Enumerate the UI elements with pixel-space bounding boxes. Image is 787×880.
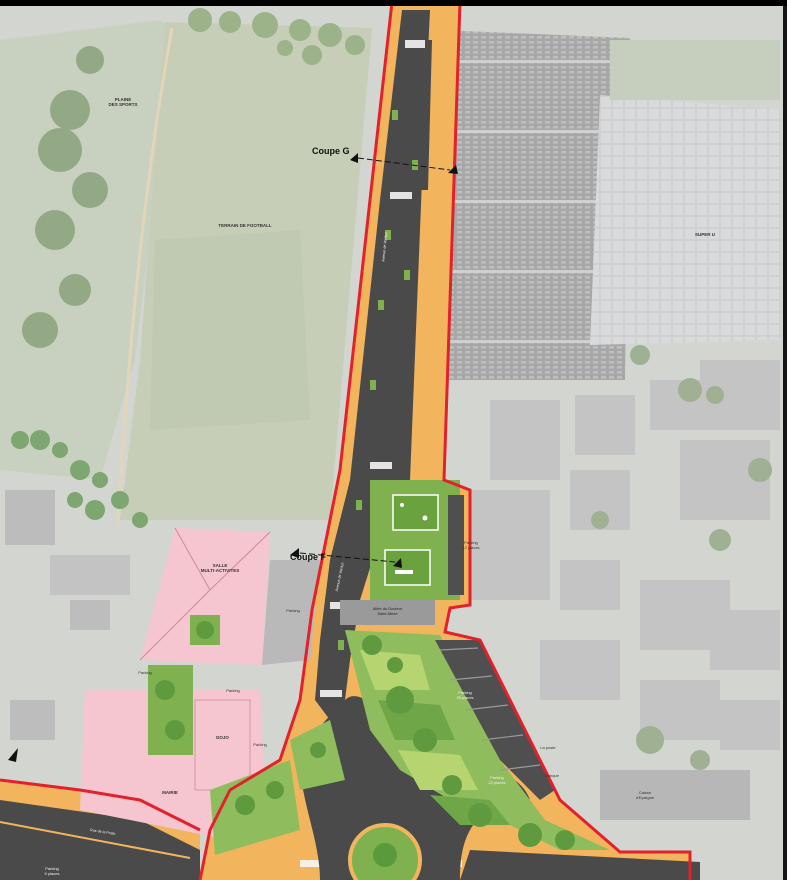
label-super-u: SUPER U — [694, 232, 715, 237]
building-sw-1 — [5, 490, 55, 545]
dojo-building — [194, 699, 251, 791]
parking-strip-east — [435, 640, 555, 800]
tree-cluster-top — [188, 8, 365, 65]
east-road — [460, 850, 700, 880]
coupe-g-label: Coupe G — [312, 146, 350, 156]
label-banque: Banque — [545, 773, 559, 778]
label-parking-25: Parking 25 places — [456, 690, 474, 700]
label-la-poste: La poste — [540, 745, 556, 750]
right-black-edge — [783, 0, 787, 880]
parking-12-strip — [448, 495, 464, 595]
coupe-f-label: Coupe F — [290, 552, 326, 562]
salle-multi-building — [140, 528, 270, 665]
label-parking-bottom: Parking 9 places — [44, 866, 60, 876]
mairie-patio — [148, 665, 193, 755]
east-trees — [591, 345, 772, 770]
label-plaine-sports: PLAINE DES SPORTS — [108, 97, 138, 107]
label-dojo: DOJO — [216, 735, 229, 740]
building-sw-2 — [50, 555, 130, 595]
top-black-bar — [0, 0, 787, 6]
label-terrain-football: TERRAIN DE FOOTBALL — [218, 223, 272, 228]
allee-bar — [340, 600, 435, 625]
label-parking-a: Parking — [286, 608, 300, 613]
label-parking-b: Parking — [138, 670, 152, 675]
label-parking-22: Parking 22 places — [488, 775, 506, 785]
north-arrow-icon — [8, 748, 18, 762]
park-trees — [362, 635, 575, 850]
label-parking-c: Parking — [226, 688, 240, 693]
sport-pad-2 — [384, 549, 431, 586]
coupe-g-line — [357, 157, 451, 171]
label-parking-d: Parking — [253, 742, 267, 747]
tree-cluster-west — [22, 46, 108, 348]
label-salle-multi: SALLE MULTI-ACTIVITES — [200, 563, 240, 573]
label-parking-12: Parking 12 places — [462, 540, 480, 550]
label-mairie: MAIRIE — [162, 790, 178, 795]
roundabout-road — [300, 696, 530, 880]
supermarket-parking — [430, 30, 630, 380]
salle-parking — [262, 560, 320, 665]
sport-pad-1 — [392, 494, 439, 531]
project-boundary — [392, 0, 692, 880]
tree-line — [11, 430, 148, 528]
label-caisse: Caisse d'Epargne — [635, 790, 655, 800]
section-marker-icon — [290, 153, 458, 568]
label-allee: Allée du Docteur Saint-Mexe — [372, 606, 403, 616]
supermarket-building — [590, 95, 780, 345]
west-meadow — [0, 20, 175, 480]
coupe-f-line — [299, 552, 396, 563]
